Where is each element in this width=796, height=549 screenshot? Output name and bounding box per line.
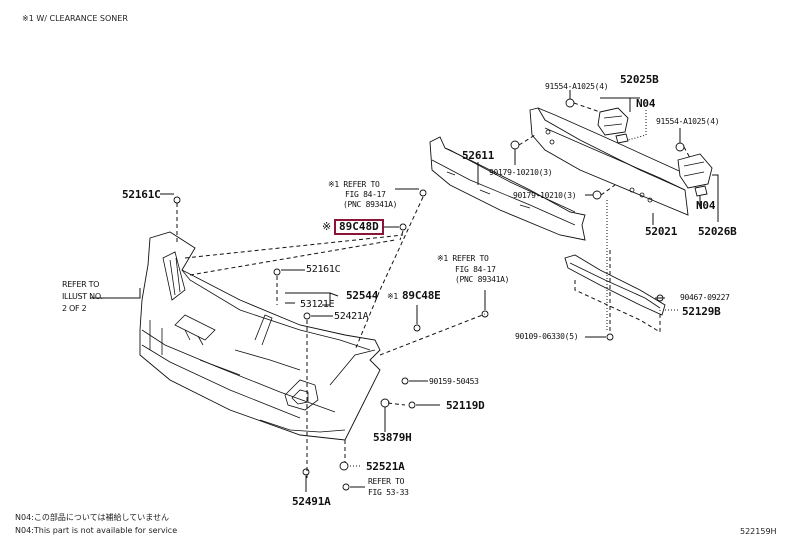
refer-fig84-b-line1: ※1 REFER TO	[437, 254, 489, 263]
callout-53121E[interactable]: 53121E	[300, 299, 335, 310]
callout-52544[interactable]: 52544	[346, 289, 379, 302]
callout-52161C-top[interactable]: 52161C	[122, 188, 161, 201]
callout-89C48D-highlighted[interactable]: 89C48D	[334, 219, 384, 235]
callout-52021[interactable]: 52021	[645, 225, 678, 238]
callout-52129B[interactable]: 52129B	[682, 305, 721, 318]
callout-52491A[interactable]: 52491A	[292, 495, 331, 508]
callout-52026B[interactable]: 52026B	[698, 225, 737, 238]
callout-52611[interactable]: 52611	[462, 149, 495, 162]
callout-91554-a1025-right[interactable]: 91554-A1025(4)	[656, 117, 720, 126]
leader-lines	[90, 90, 719, 492]
footer-note-en: N04:This part is not available for servi…	[15, 526, 178, 535]
absorber-52129b-drawing	[564, 254, 666, 333]
callout-90179-10210-b[interactable]: 90179-10210(3)	[513, 191, 577, 200]
reinforcement-52611-drawing	[429, 136, 586, 241]
refer-left-line3: 2 OF 2	[62, 304, 87, 313]
callout-90467-09227[interactable]: 90467-09227	[680, 293, 730, 302]
footer-note-jp: N04:この部品については補給していません	[15, 513, 169, 522]
refer-fig84-a-line1: ※1 REFER TO	[328, 180, 380, 189]
mark-89C48D: ※	[322, 220, 331, 233]
refer-left-line1: REFER TO	[62, 280, 100, 289]
refer-fig84-b-line2[interactable]: FIG 84-17	[455, 265, 496, 274]
mark-89C48E: ※1	[387, 292, 398, 301]
callout-52161C-mid[interactable]: 52161C	[306, 264, 341, 275]
callout-n04-bottom[interactable]: N04	[696, 199, 716, 212]
callout-52521A[interactable]: 52521A	[366, 460, 405, 473]
figure-code: 522159H	[740, 527, 777, 536]
callout-91554-a1025-top[interactable]: 91554-A1025(4)	[545, 82, 609, 91]
callout-90109-06330[interactable]: 90109-06330(5)	[515, 332, 579, 341]
bracket-52025b-drawing	[597, 107, 629, 144]
refer-fig53-line1: REFER TO	[368, 477, 405, 486]
callout-90179-10210-a[interactable]: 90179-10210(3)	[489, 168, 553, 177]
callout-90159-50453[interactable]: 90159-50453	[429, 377, 479, 386]
callout-52025B[interactable]: 52025B	[620, 73, 659, 86]
refer-fig84-a-line2[interactable]: FIG 84-17	[345, 190, 386, 199]
callout-89C48E[interactable]: 89C48E	[402, 289, 441, 302]
reinforcement-52021-drawing	[529, 107, 689, 216]
refer-fig84-a-line3: (PNC 89341A)	[343, 200, 398, 209]
callout-53879H[interactable]: 53879H	[373, 431, 412, 444]
callout-n04-top[interactable]: N04	[636, 97, 656, 110]
header-note: ※1 W/ CLEARANCE SONER	[22, 14, 128, 23]
refer-left-line2[interactable]: ILLUST NO.	[62, 292, 103, 301]
refer-fig53-line2[interactable]: FIG 53-33	[368, 488, 409, 497]
callout-52119D[interactable]: 52119D	[446, 399, 485, 412]
refer-fig84-b-line3: (PNC 89341A)	[455, 275, 510, 284]
bracket-52026b-drawing	[677, 153, 713, 197]
bumper-cover-drawing	[139, 231, 381, 441]
callout-52421A[interactable]: 52421A	[334, 311, 369, 322]
